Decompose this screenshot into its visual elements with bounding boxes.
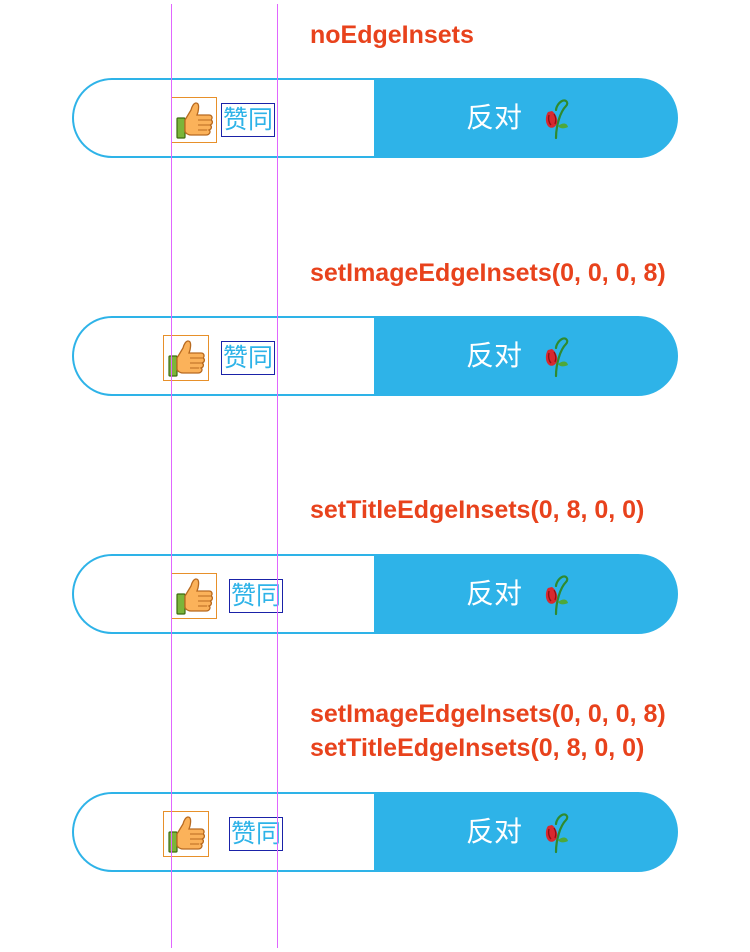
caption-image-edge-insets: setImageEdgeInsets(0, 0, 0, 8) — [310, 259, 666, 287]
agree-button[interactable]: 赞同 — [72, 792, 374, 872]
thumbs-up-icon — [171, 573, 217, 619]
caption-title-edge-insets: setTitleEdgeInsets(0, 8, 0, 0) — [310, 496, 645, 524]
agree-button[interactable]: 赞同 — [72, 554, 374, 634]
agree-label: 赞同 — [229, 817, 284, 851]
segmented-control-1: 赞同 反对 — [72, 78, 678, 158]
oppose-button[interactable]: 反对 — [374, 792, 678, 872]
oppose-label: 反对 — [466, 339, 523, 372]
wilted-rose-icon — [536, 96, 576, 140]
wilted-rose-icon — [536, 572, 576, 616]
oppose-button[interactable]: 反对 — [374, 78, 678, 158]
guide-line-right — [277, 4, 278, 948]
thumbs-up-icon — [163, 811, 209, 857]
segmented-control-3: 赞同 反对 — [72, 554, 678, 634]
oppose-label: 反对 — [466, 101, 523, 134]
oppose-button[interactable]: 反对 — [374, 316, 678, 396]
wilted-rose-icon — [536, 334, 576, 378]
wilted-rose-icon — [536, 810, 576, 854]
caption-no-edge-insets: noEdgeInsets — [310, 21, 474, 49]
agree-button[interactable]: 赞同 — [72, 78, 374, 158]
segmented-control-4: 赞同 反对 — [72, 792, 678, 872]
oppose-label: 反对 — [466, 577, 523, 610]
thumbs-up-icon — [171, 97, 217, 143]
caption-title-edge-insets-combined: setTitleEdgeInsets(0, 8, 0, 0) — [310, 734, 645, 762]
thumbs-up-icon — [163, 335, 209, 381]
agree-button[interactable]: 赞同 — [72, 316, 374, 396]
caption-image-edge-insets-combined: setImageEdgeInsets(0, 0, 0, 8) — [310, 700, 666, 728]
agree-label: 赞同 — [229, 579, 284, 613]
agree-label: 赞同 — [221, 103, 276, 137]
guide-line-left — [171, 4, 172, 948]
segmented-control-2: 赞同 反对 — [72, 316, 678, 396]
oppose-button[interactable]: 反对 — [374, 554, 678, 634]
oppose-label: 反对 — [466, 815, 523, 848]
agree-label: 赞同 — [221, 341, 276, 375]
